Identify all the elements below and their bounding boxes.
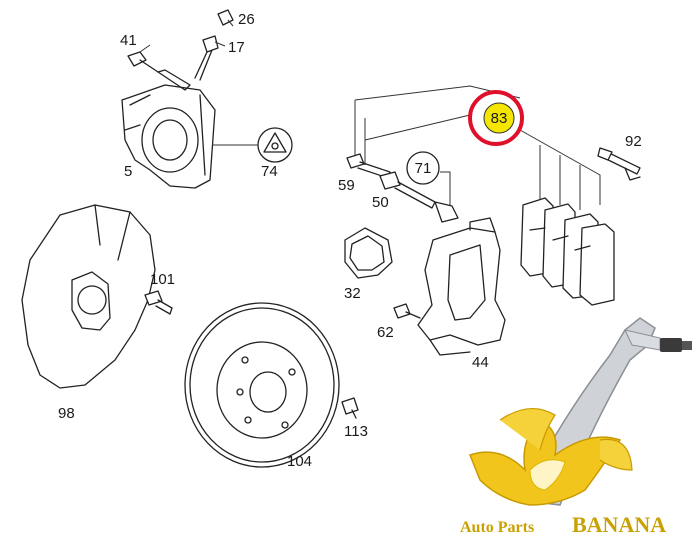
brand-main: BANANA bbox=[572, 512, 666, 537]
dust-shield-98 bbox=[21, 204, 156, 389]
callout-71: 71 bbox=[406, 151, 440, 185]
label-5: 5 bbox=[124, 163, 132, 180]
label-101: 101 bbox=[150, 271, 175, 288]
brake-pads bbox=[520, 197, 615, 306]
label-113: 113 bbox=[344, 423, 368, 440]
label-71: 71 bbox=[415, 160, 432, 177]
screw-113 bbox=[341, 397, 359, 419]
label-50: 50 bbox=[372, 194, 389, 211]
label-83: 83 bbox=[491, 110, 508, 127]
brand-logo: Auto Parts BANANA bbox=[460, 317, 692, 537]
guide-pin-50 bbox=[379, 171, 459, 223]
label-98: 98 bbox=[58, 405, 75, 422]
label-32: 32 bbox=[344, 285, 361, 302]
part-83-highlight[interactable]: 83 bbox=[468, 90, 524, 146]
label-104: 104 bbox=[287, 453, 312, 470]
triangle-seal-74 bbox=[212, 127, 293, 163]
bolt-62 bbox=[393, 303, 421, 319]
carrier-bracket-44 bbox=[417, 217, 506, 356]
label-17: 17 bbox=[228, 39, 245, 56]
caliper-housing bbox=[121, 69, 216, 189]
label-59: 59 bbox=[338, 177, 355, 194]
label-26: 26 bbox=[238, 11, 255, 28]
bolt-101 bbox=[144, 290, 173, 315]
label-74: 74 bbox=[261, 163, 278, 180]
brake-disc-104 bbox=[184, 302, 340, 468]
label-62: 62 bbox=[377, 324, 394, 341]
wear-sensor-92 bbox=[597, 147, 641, 181]
spring-clip-32 bbox=[344, 227, 393, 279]
label-44: 44 bbox=[472, 354, 489, 371]
label-41: 41 bbox=[120, 32, 137, 49]
bolt-41 bbox=[127, 51, 159, 73]
bleeder-17 bbox=[194, 35, 219, 81]
label-92: 92 bbox=[625, 133, 642, 150]
brand-prefix: Auto Parts bbox=[460, 519, 534, 536]
